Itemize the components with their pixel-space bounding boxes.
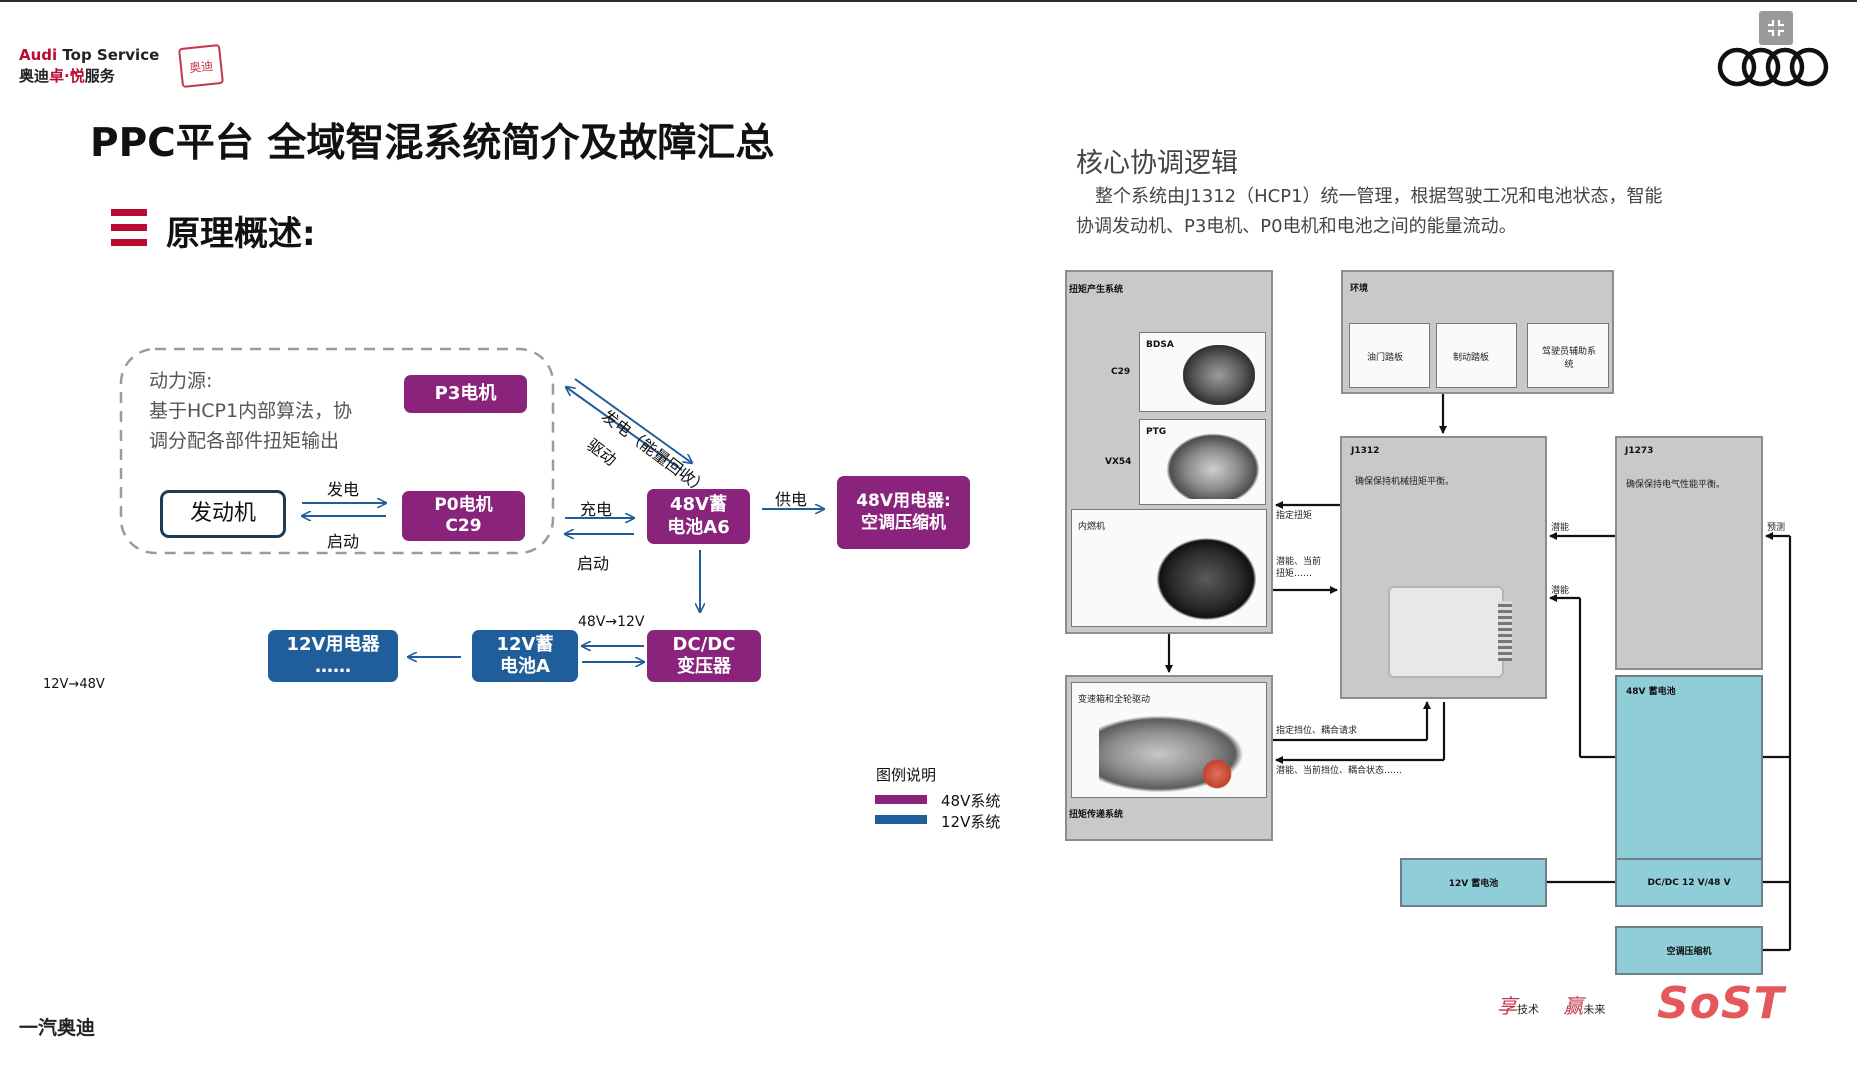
motor-red-image [1199,757,1235,791]
p0-motor-box: P0电机 C29 [402,491,525,541]
label-12v-to-48v: 12V→48V [43,677,105,692]
transmission-label: 变速箱和全轮驱动 [1078,695,1151,705]
bdsa-label: BDSA [1146,340,1174,350]
footer-slogan: 享技术 赢未来 [1497,994,1606,1018]
torque-transmission-label: 扭矩传递系统 [1069,810,1124,820]
dcdc-block: DC/DC 12 V/48 V [1615,858,1763,907]
ac-compressor-block: 空调压缩机 [1615,926,1763,975]
battery-12v-box: 12V蓄 电池A [472,630,578,682]
label-potential-1: 潜能 [1551,523,1570,533]
brand-tagline: 奥迪卓·悦服务 [19,67,115,85]
consumer-48v-box: 48V用电器: 空调压缩机 [837,476,970,549]
legend-48v-label: 48V系统 [941,792,1001,810]
label-start-battery: 启动 [577,554,610,573]
vx54-label: VX54 [1105,457,1132,467]
label-charge: 充电 [580,500,613,519]
collapse-icon[interactable] [1759,11,1793,45]
battery-12v-block: 12V 蓄电池 [1400,858,1547,907]
power-source-text: 动力源: 基于HCP1内部算法，协 调分配各部件扭矩输出 [149,370,353,452]
label-generate-engine: 发电 [327,480,360,499]
j1273-panel [1615,436,1763,670]
c29-label: C29 [1111,367,1131,377]
label-supply: 供电 [775,490,808,509]
ice-label: 内燃机 [1078,522,1106,532]
core-logic-line1: 整个系统由J1312（HCP1）统一管理，根据驾驶工况和电池状态，智能 [1095,186,1663,207]
battery-48v-box: 48V蓄 电池A6 [647,489,750,544]
page-title: PPC平台 全域智混系统简介及故障汇总 [90,121,775,166]
top-divider [0,0,1857,2]
j1312-label: J1312 [1351,446,1380,456]
torque-generation-label: 扭矩产生系统 [1069,285,1124,295]
dcdc-converter-box: DC/DC 变压器 [647,630,761,682]
legend-48v-swatch [875,795,927,804]
ptg-label: PTG [1146,427,1167,437]
adas-box [1527,323,1609,388]
dcdc-block-label: DC/DC 12 V/48 V [1647,877,1731,888]
label-start-engine: 启动 [327,532,360,551]
section-marker-icon [111,209,147,247]
accel-pedal-box [1349,323,1430,388]
label-potential-2: 潜能 [1551,586,1570,596]
environment-label: 环境 [1350,284,1369,294]
j1312-desc: 确保保持机械扭矩平衡。 [1355,477,1455,487]
brand-audi: Audi [19,46,58,64]
label-potential-gear: 潜能、当前挡位、耦合状态…… [1276,766,1403,776]
ac-compressor-block-label: 空调压缩机 [1666,947,1712,957]
brake-pedal-label: 制动踏板 [1453,353,1490,363]
p3-motor-box: P3电机 [404,375,527,413]
battery-12v-block-label: 12V 蓄电池 [1448,879,1499,889]
core-logic-title: 核心协调逻辑 [1076,148,1238,179]
engine-box: 发动机 [160,490,286,538]
label-48v-to-12v: 48V→12V [578,614,645,630]
section-title: 原理概述: [166,214,316,254]
brake-pedal-box [1436,323,1517,388]
j1273-desc: 确保保持电气性能平衡。 [1626,480,1726,490]
ptg-image [1166,433,1260,499]
bdsa-image [1183,345,1255,405]
ecu-connector [1498,601,1512,661]
audi-rings-icon [1717,47,1829,87]
brand-logo: Audi Top Service [19,46,159,64]
power-source-dashed-frame [119,347,555,555]
label-prediction: 预测 [1767,523,1786,533]
label-specified-torque: 指定扭矩 [1276,511,1313,521]
footer-company: 一汽奥迪 [19,1017,96,1039]
accel-pedal-label: 油门踏板 [1367,353,1404,363]
label-specified-gear: 指定挡位、耦合请求 [1276,726,1358,736]
battery-48v-block-label: 48V 蓄电池 [1626,687,1676,697]
engine-image [1153,535,1260,623]
adas-label: 驾驶员辅助系 统 [1541,347,1596,370]
sost-logo: SoST [1657,978,1785,1029]
legend-12v-swatch [875,815,927,824]
label-potential-torque: 潜能、当前 扭矩…… [1276,557,1322,579]
legend-12v-label: 12V系统 [941,813,1001,831]
core-logic-line2: 协调发动机、P3电机、P0电机和电池之间的能量流动。 [1076,216,1517,237]
consumer-12v-box: 12V用电器 …… [268,630,398,682]
brand-top-service: Top Service [57,46,160,64]
battery-48v-block [1615,675,1763,871]
j1273-label: J1273 [1625,446,1654,456]
legend-title: 图例说明 [876,766,937,784]
